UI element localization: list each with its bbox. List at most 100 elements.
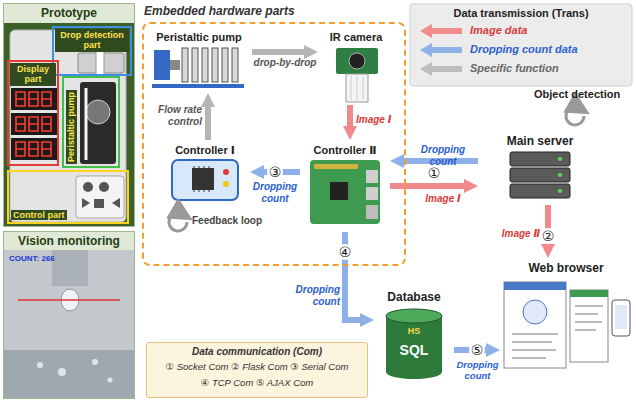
vision-photo [58,368,66,376]
pump-part: Peristaltic pump [62,76,120,168]
edge-label: drop-by-drop [253,57,317,69]
part-label: Peristaltic pump [66,90,77,164]
edge-label: Dropping count [455,360,500,382]
callout-number: ④ [337,244,353,260]
controller-one-board [172,160,238,200]
prototype-photo [3,23,135,227]
pump-illustration [192,48,198,82]
prototype-photo [11,138,57,160]
pump-illustration [202,48,208,82]
browser-screenshots [612,300,630,336]
callout-number: ⑤ [469,342,485,358]
controller-two-board [330,182,348,200]
vision-panel: Vision monitoringCOUNT: 266 [3,231,135,399]
server-box: Main server [478,133,602,205]
prototype-photo [3,3,135,227]
legend-panel [420,43,462,57]
part-label: Display part [10,63,56,86]
controller-box: Controller Ⅰ [160,140,250,206]
body-text: ④ TCP Com ⑤ AJAX Com [147,378,367,389]
group-title: Embedded hardware parts [144,5,295,19]
pump-illustration [152,48,244,88]
legend-text: Dropping count data [470,43,628,56]
server-icon [558,189,562,193]
vision-photo [37,362,43,368]
pump-illustration [212,48,218,82]
server-icon [510,152,570,198]
server-icon [510,184,570,198]
browser-screenshots [570,290,608,297]
vision-photo [3,250,135,399]
controller-two-board [366,205,378,219]
browser-screenshots [575,306,603,330]
data-arrow [390,183,464,189]
vision-photo [3,350,135,399]
camera-illustration [349,53,365,69]
prototype-photo [83,182,93,192]
legend-text: Image data [470,24,628,37]
controller-two-board [314,164,358,169]
database-cylinder [386,316,442,372]
server-icon [510,152,570,166]
prototype-photo [3,3,135,23]
data-arrow [252,49,304,55]
vision-photo [3,231,135,250]
browser-screenshots [523,300,547,324]
browser-screenshots [512,334,558,358]
edge-label: Image Ⅱ [490,228,540,240]
prototype-photo [94,199,104,208]
prototype-photo [85,88,88,160]
controller-one-board [172,160,238,200]
feedback-loop-arrow [169,213,187,231]
vision-photo [92,359,98,365]
data-arrow [205,107,211,140]
camera-box: IR camera [318,27,394,105]
callout-number: ① [426,165,442,181]
server-icon [510,168,570,182]
edge-label: Dropping count [251,181,299,204]
data-arrow [347,105,353,126]
pump-illustration [222,48,228,82]
comm-box: Data communication (Com)① Socket Com ② F… [146,342,368,398]
prototype-photo [112,198,120,208]
connector-group [208,52,548,350]
camera-illustration [336,48,378,102]
controller-box: Controller Ⅱ [300,140,390,232]
vision-photo [52,250,88,286]
edge-label: Image Ⅰ [356,114,402,126]
vision-photo [3,231,135,399]
logo-text: SQL [389,342,439,358]
box-title: Peristaltic pump [146,31,252,44]
prototype-photo [80,82,116,164]
legend-panel [420,24,462,38]
object-detection-loop [566,107,584,125]
controller-two-board [366,187,378,200]
server-icon [558,173,562,177]
part-label: Drop detection part [55,29,129,52]
edge-label: Image Ⅰ [409,193,477,205]
database-cylinder [386,365,442,379]
callout-number: ② [540,228,556,244]
prototype-photo [11,113,57,135]
box-title: Controller Ⅱ [300,144,390,157]
prototype-photo [96,50,104,75]
vision-photo [18,299,120,301]
part-label: Control part [11,210,67,220]
browser-screenshots [615,305,627,329]
controller-one-board [223,181,229,187]
panel-title: Vision monitoring [4,232,134,251]
box-title: Database [374,291,454,305]
browser-box: Web browser [500,258,632,398]
camera-illustration [351,76,363,100]
box-title: Data communication (Com) [147,346,367,358]
pump-illustration [232,48,238,82]
logo-text: HS [394,326,434,336]
box-title: Main server [478,135,602,149]
browser-screenshots [570,290,608,362]
server-icon [558,157,562,161]
legend-panel [410,4,632,86]
database-cylinder [386,309,442,323]
body-text: COUNT: 266 [9,254,55,263]
browser-screenshots [504,282,566,368]
